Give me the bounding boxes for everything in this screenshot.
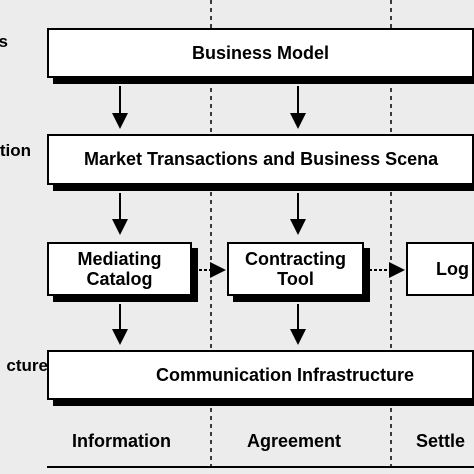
layer-label-infrastructure: cture [6, 356, 48, 375]
contracting-tool-box: Contracting Tool [227, 242, 364, 296]
business-model-box: Business Model [47, 28, 474, 78]
phase-agreement: Agreement [247, 431, 342, 451]
communication-infrastructure-label: Communication Infrastructure [156, 364, 415, 385]
mediating-catalog-box: Mediating Catalog [47, 242, 192, 296]
logistics-label: Log [436, 258, 469, 279]
mediating-catalog-label-1: Mediating [77, 249, 162, 269]
phase-information: Information [72, 431, 171, 451]
logistics-box: Log [406, 242, 474, 296]
contracting-tool-label-1: Contracting [245, 249, 346, 269]
communication-infrastructure-box: Communication Infrastructure [47, 350, 474, 400]
phase-settlement: Settle [416, 431, 466, 451]
layer-label-business: s [0, 32, 8, 51]
business-model-label: Business Model [191, 42, 330, 63]
market-transactions-label: Market Transactions and Business Scena [84, 149, 439, 169]
market-transactions-box: Market Transactions and Business Scena [47, 134, 474, 185]
layer-label-transaction: tion [0, 141, 31, 160]
contracting-tool-label-2: Tool [277, 269, 314, 289]
mediating-catalog-label-2: Catalog [86, 269, 153, 289]
